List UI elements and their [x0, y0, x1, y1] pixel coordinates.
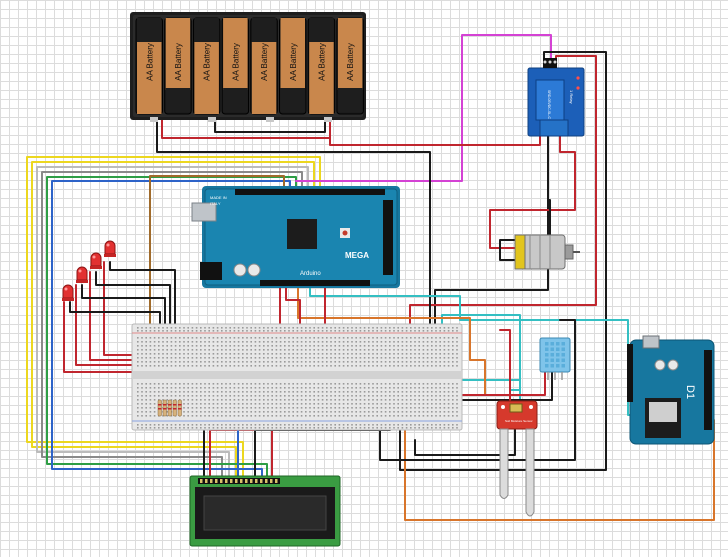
wire-black-relay-1 [399, 51, 607, 471]
wire-red-battery [329, 119, 541, 146]
breadboard [131, 323, 463, 431]
wire-orange-soil [297, 287, 486, 396]
wire-black-battery [156, 119, 431, 331]
lcd-screen [203, 495, 327, 531]
aa-battery: AA Battery [250, 17, 278, 115]
wire-yellow-2 [31, 161, 315, 488]
arduino-mega: Arduino MEGA MADE IN ITALY [191, 186, 400, 288]
red-led [76, 266, 88, 283]
wire-magenta-relay [295, 34, 552, 182]
wire-blue-1 [51, 180, 291, 488]
mega-side-header [383, 200, 393, 275]
wire-cyan-3 [447, 379, 521, 401]
wire-cyan-2 [441, 314, 521, 391]
wire-red-battery-bus [161, 119, 331, 139]
wire-red-soil [499, 329, 511, 401]
wire-cyan-wemos [309, 287, 641, 416]
wire-red-dht [429, 371, 546, 396]
wire-black-battery-bus [214, 119, 326, 133]
battery-label: AA Battery [145, 43, 154, 81]
relay-model-label: SRD-05VDC-SL-C [547, 90, 551, 119]
mega-italy-label: ITALY [210, 201, 221, 206]
relay-terminal [539, 119, 569, 137]
resistor [172, 399, 177, 417]
battery-pack: AA Battery AA Battery AA Battery AA Battery… [130, 12, 366, 122]
battery-label: AA Battery [231, 43, 240, 81]
wire-gray-1 [41, 171, 303, 488]
mega-chip [287, 219, 317, 249]
wire-black-long [379, 319, 576, 461]
battery-label: AA Battery [174, 43, 183, 81]
aa-battery: AA Battery [307, 17, 336, 115]
red-led [62, 284, 74, 301]
soil-probe-right [525, 428, 535, 517]
wire-green-1 [46, 176, 297, 488]
red-led [90, 252, 102, 269]
leds [62, 240, 116, 301]
wire-black-relay-2 [434, 134, 549, 326]
aa-battery: AA Battery [135, 17, 163, 115]
resistor [157, 399, 162, 417]
battery-label: AA Battery [289, 43, 298, 81]
wire-yellow-lcd [26, 156, 321, 488]
wire-led-2r [89, 271, 146, 361]
aa-battery: AA Battery [221, 17, 250, 115]
resistors [157, 399, 182, 417]
wire-black-soil [414, 429, 516, 456]
mega-made-in-label: MADE IN [210, 195, 227, 200]
aa-battery: AA Battery [164, 17, 192, 115]
wire-led-4r [63, 301, 136, 373]
relay-small-label: 1 Relay [569, 90, 574, 104]
battery-label: AA Battery [346, 43, 355, 81]
mega-usb-port [191, 202, 217, 222]
battery-label: AA Battery [317, 43, 326, 81]
red-led [104, 240, 116, 257]
resistor [162, 399, 167, 417]
battery-label: AA Battery [203, 43, 212, 81]
resistor [167, 399, 172, 417]
mega-power-header [260, 280, 370, 286]
wire-white-1 [36, 166, 309, 488]
mega-power-jack [200, 262, 222, 280]
aa-battery: AA Battery [336, 17, 364, 115]
soil-sensor-label: Soil Moisture Sensor [505, 419, 533, 423]
soil-probe-left [499, 428, 509, 499]
dht-sensor [539, 337, 571, 380]
wire-red-relay-motor [489, 134, 576, 249]
soil-moisture-sensor: Soil Moisture Sensor [496, 400, 538, 517]
mega-brand-label: Arduino [300, 271, 321, 277]
lcd-display [189, 475, 341, 547]
wire-black-dht [435, 371, 553, 401]
wemos-d1-board: D1 [627, 335, 715, 445]
relay-module: SRD-05VDC-SL-C 1 Relay [527, 58, 585, 137]
resistor [177, 399, 182, 417]
aa-battery: AA Battery [279, 17, 307, 115]
battery-label: AA Battery [260, 43, 269, 81]
aa-battery: AA Battery [192, 17, 221, 115]
wire-brown-1 [149, 175, 285, 351]
wire-red-mega-2 [285, 287, 301, 334]
wemos-label: D1 [684, 385, 696, 399]
mega-model-label: MEGA [345, 251, 369, 260]
dc-motor [514, 234, 580, 270]
